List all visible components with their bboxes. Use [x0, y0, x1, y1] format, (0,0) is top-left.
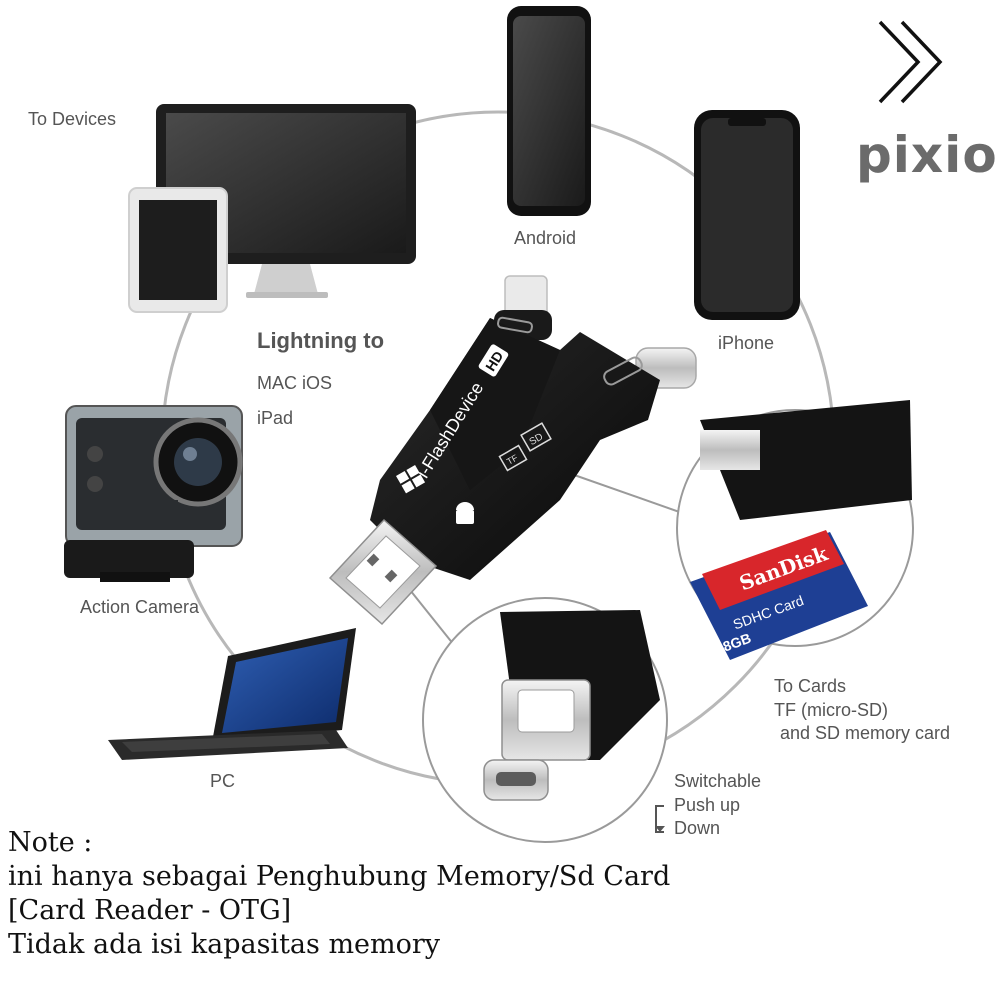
label-to-cards: To Cards: [774, 676, 847, 696]
note-line: ini hanya sebagai Penghubung Memory/Sd C…: [8, 861, 671, 892]
label-mac-ios: MAC iOS: [257, 373, 333, 393]
label-switchable: Switchable: [674, 771, 762, 791]
label-to-devices: To Devices: [28, 109, 117, 129]
sd-card-zoom-content: SanDisk SDHC Card 8GB: [690, 400, 912, 660]
pixio-chevron-icon: [878, 20, 943, 104]
note-line: [Card Reader - OTG]: [8, 895, 292, 926]
android-phone-icon: [507, 6, 591, 216]
bracket-arrow-icon: [655, 826, 665, 832]
note-line: Tidak ada isi kapasitas memory: [8, 929, 441, 960]
label-ipad: iPad: [257, 408, 294, 428]
label-sd-memory-card: and SD memory card: [780, 723, 951, 743]
switch-zoom-content: [483, 610, 660, 801]
android-logo-icon: [456, 502, 474, 524]
brand-logo-text: pixio: [856, 126, 998, 184]
action-camera-icon: [64, 405, 243, 582]
connector-line: [409, 589, 459, 651]
label-pc: PC: [210, 771, 236, 791]
label-iphone: iPhone: [718, 333, 775, 353]
note-block: Note : ini hanya sebagai Penghubung Memo…: [8, 826, 670, 962]
label-tf-micro-sd: TF (micro-SD): [774, 700, 888, 720]
tf-slot-label: TF: [505, 452, 520, 466]
laptop-icon: [108, 628, 356, 760]
note-title: Note :: [8, 827, 93, 858]
monitor-icon: [156, 104, 416, 298]
windows-logo-icon: [396, 465, 426, 494]
ipad-icon: [128, 187, 228, 313]
usb-a-connector-icon: [328, 518, 438, 626]
label-push-up: Push up: [674, 795, 741, 815]
label-action-camera: Action Camera: [80, 597, 200, 617]
label-lightning-to: Lightning to: [257, 328, 385, 353]
label-android: Android: [514, 228, 577, 248]
card-reader-body: i-FlashDevice HD TF SD: [370, 316, 660, 580]
connector-line: [559, 469, 689, 516]
iphone-icon: [694, 110, 800, 320]
label-down: Down: [674, 818, 721, 838]
